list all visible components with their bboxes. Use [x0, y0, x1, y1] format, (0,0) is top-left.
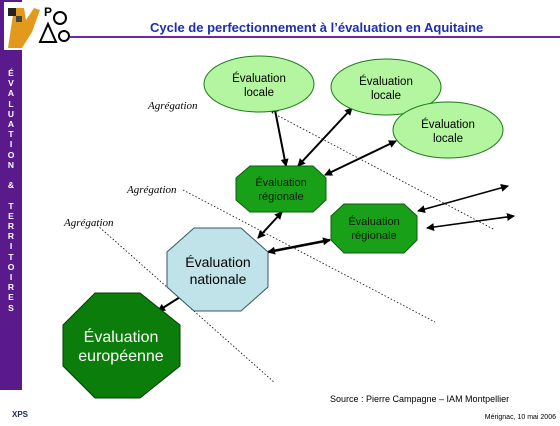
- node-regionale-1-line1: Évaluation: [255, 176, 306, 189]
- sidebar-letter: R: [7, 221, 15, 232]
- arrow-nationale-regionale1: [257, 211, 283, 239]
- sidebar-letter: T: [8, 251, 14, 262]
- arrow-nationale-regionale2: [267, 237, 331, 255]
- sidebar-letter: R: [7, 231, 15, 242]
- aggregation-label-3: Agrégation: [63, 217, 114, 229]
- node-regionale-2-line2: régionale: [351, 230, 396, 242]
- sidebar-letter: T: [8, 200, 14, 211]
- node-locale-2-line2: locale: [371, 90, 401, 102]
- sidebar-letter: T: [8, 129, 14, 140]
- sidebar-letter: O: [7, 149, 15, 160]
- sidebar-letter: I: [9, 272, 13, 283]
- node-locale-1-line2: locale: [244, 87, 274, 99]
- node-nationale-line1: Évaluation: [185, 254, 250, 270]
- sidebar-letter: E: [8, 292, 14, 303]
- sidebar-letter: A: [7, 119, 15, 130]
- node-regionale-2-line1: Évaluation: [348, 215, 399, 228]
- node-nationale: Évaluation nationale: [166, 227, 269, 312]
- arrow-regionale-locale2: [297, 107, 353, 167]
- arrow-regionale-locale3: [324, 140, 397, 176]
- logo: P: [4, 2, 70, 50]
- sidebar-letter: I: [9, 241, 13, 252]
- sidebar-letter: R: [7, 282, 15, 293]
- sidebar-letter: I: [9, 139, 13, 150]
- node-locale-2-line1: Évaluation: [359, 75, 413, 88]
- sidebar-letter: V: [8, 78, 14, 89]
- node-locale-1: Évaluation locale: [203, 55, 315, 113]
- footer-logo-text: XPS: [12, 410, 29, 419]
- arrow-regionale2-out2: [426, 212, 515, 232]
- source-note: Source : Pierre Campagne – IAM Montpelli…: [330, 394, 510, 404]
- node-europeenne-line2: européenne: [78, 348, 164, 365]
- node-locale-2: Évaluation locale: [330, 58, 442, 116]
- sidebar-letter: A: [7, 88, 15, 99]
- node-regionale-1-line2: régionale: [258, 191, 303, 203]
- arrow-regionale-locale1: [271, 104, 289, 167]
- sidebar-letter: N: [7, 159, 15, 170]
- footer-logo: XPS: [12, 410, 28, 419]
- sidebar-letter: &: [7, 180, 15, 191]
- arrow-regionale2-out1: [417, 184, 509, 213]
- node-europeenne-line1: Évaluation: [84, 327, 159, 346]
- page-title: Cycle de perfectionnement à l’évaluation…: [150, 20, 484, 35]
- sidebar-letter: U: [7, 108, 15, 119]
- title-divider: [70, 36, 560, 38]
- sidebar-letter: E: [8, 210, 14, 221]
- svg-text:P: P: [44, 5, 52, 19]
- sidebar-letter: L: [8, 98, 14, 109]
- node-regionale-2: Évaluation régionale: [330, 203, 418, 254]
- aggregation-label-2: Agrégation: [126, 184, 177, 196]
- node-locale-3-line1: Évaluation: [421, 118, 475, 131]
- node-europeenne: Évaluation européenne: [62, 292, 181, 399]
- sidebar-letter: S: [8, 302, 14, 313]
- node-locale-3: Évaluation locale: [392, 101, 504, 159]
- sidebar-letter: É: [8, 68, 14, 78]
- sidebar-letter: O: [7, 261, 15, 272]
- aggregation-label-1: Agrégation: [147, 100, 198, 112]
- date-note: Mérignac, 10 mai 2006: [484, 414, 556, 421]
- node-regionale-1: Évaluation régionale: [235, 165, 327, 213]
- node-locale-1-line1: Évaluation: [232, 72, 286, 85]
- node-locale-3-line2: locale: [433, 133, 463, 145]
- node-nationale-line2: nationale: [190, 271, 247, 287]
